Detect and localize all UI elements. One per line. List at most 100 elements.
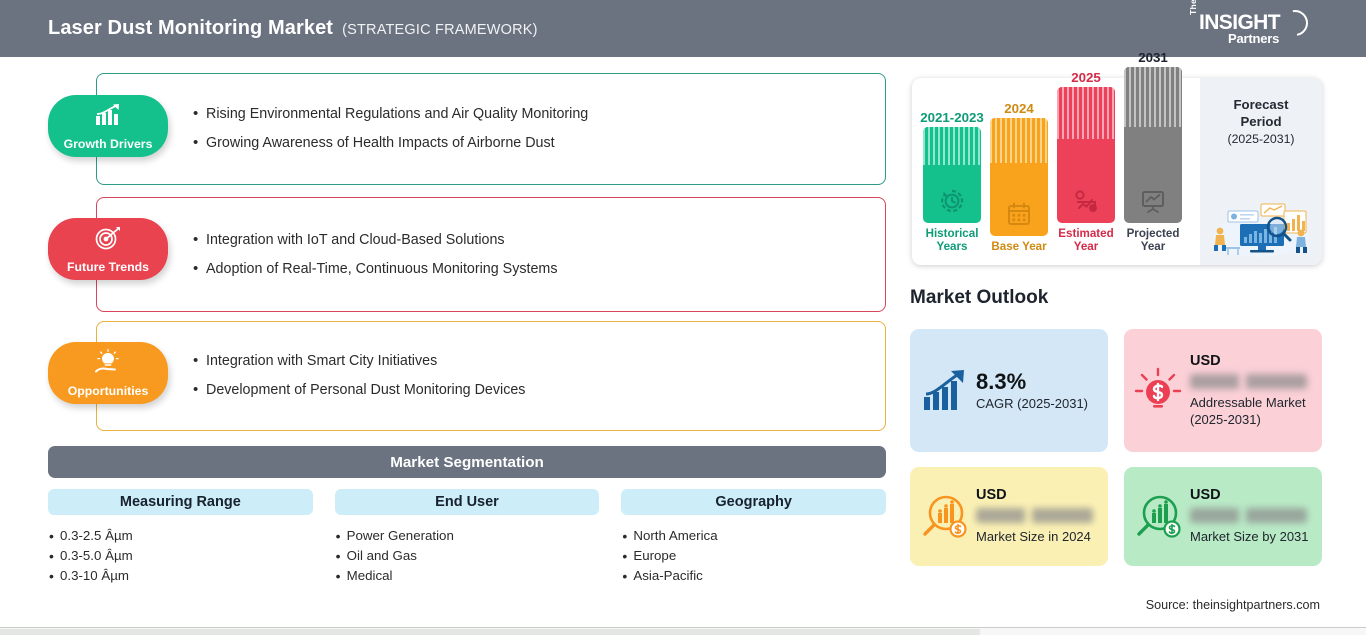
outlook-card-addressable-market[interactable]: USD Addressable Market (2025-2031) bbox=[1124, 329, 1322, 452]
bar-historical bbox=[923, 127, 981, 223]
outlook-card-market-size-2024[interactable]: USD Market Size in 2024 bbox=[910, 467, 1108, 566]
badge-label: Growth Drivers bbox=[63, 136, 153, 151]
segmentation-list: Power Generation Oil and Gas Medical bbox=[335, 526, 600, 586]
forecast-title-line2: Period bbox=[1240, 114, 1282, 129]
clock-history-icon bbox=[940, 189, 964, 213]
study-period-chart: 2021-2023 Historical Years 2024 bbox=[912, 50, 1322, 265]
horizontal-scrollbar[interactable] bbox=[0, 627, 1366, 635]
card-caption: Market Size in 2024 bbox=[976, 529, 1091, 545]
bar-group-estimated: 2025 Estimated Year bbox=[1056, 70, 1116, 253]
card-caption: Addressable Market (2025-2031) bbox=[1190, 395, 1306, 427]
chart-bars-area: 2021-2023 Historical Years 2024 bbox=[912, 50, 1200, 265]
badge-label: Opportunities bbox=[67, 383, 149, 398]
segmentation-columns: Measuring Range 0.3-2.5 Âµm 0.3-5.0 Âµm … bbox=[48, 489, 887, 586]
outlook-card-row: USD Market Size in 2024 bbox=[910, 467, 1322, 566]
blurred-value bbox=[1190, 508, 1308, 524]
future-trends-box: Integration with IoT and Cloud-Based Sol… bbox=[96, 197, 886, 312]
lightbulb-hand-icon bbox=[95, 349, 119, 373]
outlook-card-body: USD Addressable Market (2025-2031) bbox=[1190, 353, 1312, 428]
list-item: Medical bbox=[335, 566, 600, 586]
badge-future-trends[interactable]: Future Trends bbox=[48, 218, 168, 280]
blurred-value bbox=[1190, 374, 1308, 389]
outlook-cards: 8.3% CAGR (2025-2031) bbox=[910, 329, 1322, 581]
list-item: Asia-Pacific bbox=[621, 566, 886, 586]
forecast-period-panel: Forecast Period (2025-2031) bbox=[1200, 78, 1322, 265]
bar-stripe-overlay bbox=[923, 127, 981, 165]
market-outlook-title: Market Outlook bbox=[910, 287, 1049, 308]
target-dart-icon bbox=[95, 227, 120, 250]
bullet-item: Growing Awareness of Health Impacts of A… bbox=[193, 129, 885, 158]
source-attribution: Source: theinsightpartners.com bbox=[1145, 598, 1320, 612]
scrollbar-thumb[interactable] bbox=[0, 629, 980, 635]
magnifier-chart-orange-icon bbox=[923, 495, 967, 538]
bar-group-base: 2024 Base Year bbox=[989, 101, 1049, 253]
bullet-item: Adoption of Real-Time, Continuous Monito… bbox=[193, 255, 885, 284]
list-item: 0.3-5.0 Âµm bbox=[48, 546, 313, 566]
badge-growth-drivers[interactable]: Growth Drivers bbox=[48, 95, 168, 157]
magnifier-chart-green-icon bbox=[1137, 495, 1181, 538]
segmentation-column-title: Measuring Range bbox=[48, 489, 313, 515]
projection-screen-icon bbox=[1142, 191, 1164, 213]
segmentation-column-geography: Geography North America Europe Asia-Paci… bbox=[621, 489, 887, 586]
market-segmentation-title: Market Segmentation bbox=[390, 453, 544, 471]
cagr-caption: CAGR (2025-2031) bbox=[976, 396, 1088, 412]
insight-partners-logo: The INSIGHT Partners bbox=[1188, 0, 1314, 48]
segmentation-column-measuring-range: Measuring Range 0.3-2.5 Âµm 0.3-5.0 Âµm … bbox=[48, 489, 313, 586]
list-item: 0.3-10 Âµm bbox=[48, 566, 313, 586]
bar-category-label: Historical Years bbox=[925, 227, 979, 253]
logo-the-text: The bbox=[1188, 0, 1198, 15]
person-right bbox=[1296, 229, 1307, 253]
bar-stripe-overlay bbox=[990, 118, 1048, 163]
outlook-card-cagr[interactable]: 8.3% CAGR (2025-2031) bbox=[910, 329, 1108, 452]
logo-arc-icon bbox=[1276, 4, 1314, 42]
bullet-item: Development of Personal Dust Monitoring … bbox=[193, 376, 885, 405]
page-subtitle: (STRATEGIC FRAMEWORK) bbox=[342, 22, 538, 38]
outlook-card-body: USD Market Size in 2024 bbox=[976, 487, 1098, 546]
growth-drivers-box: Rising Environmental Regulations and Air… bbox=[96, 73, 886, 185]
logo-insight-text: INSIGHT bbox=[1199, 11, 1281, 34]
bar-chart-arrow-icon bbox=[96, 104, 119, 125]
bar-category-label: Estimated Year bbox=[1058, 227, 1114, 253]
list-item: North America bbox=[621, 526, 886, 546]
list-item: Oil and Gas bbox=[335, 546, 600, 566]
dollar-bulb-icon bbox=[1134, 367, 1182, 408]
bar-category-label: Base Year bbox=[991, 240, 1047, 253]
blurred-value bbox=[976, 508, 1094, 524]
analytics-people-illustration bbox=[1213, 203, 1309, 257]
forecast-years: (2025-2031) bbox=[1227, 132, 1295, 146]
page-header: Laser Dust Monitoring Market(STRATEGIC F… bbox=[0, 0, 1366, 57]
logo-partners-text: Partners bbox=[1228, 31, 1280, 46]
list-item: Europe bbox=[621, 546, 886, 566]
opportunities-box: Integration with Smart City Initiatives … bbox=[96, 321, 886, 431]
framework-column: Rising Environmental Regulations and Air… bbox=[0, 57, 900, 635]
outlook-card-market-size-2031[interactable]: USD Market Size by 2031 bbox=[1124, 467, 1322, 566]
bar-year-label: 2025 bbox=[1071, 70, 1101, 85]
calendar-icon bbox=[1008, 202, 1030, 225]
person-left bbox=[1214, 227, 1226, 251]
bullet-item: Integration with Smart City Initiatives bbox=[193, 347, 885, 376]
outlook-card-body: 8.3% CAGR (2025-2031) bbox=[976, 370, 1098, 411]
segmentation-column-title: Geography bbox=[621, 489, 887, 515]
segmentation-list: North America Europe Asia-Pacific bbox=[621, 526, 886, 586]
bar-group-historical: 2021-2023 Historical Years bbox=[920, 110, 984, 253]
bar-year-label: 2024 bbox=[1004, 101, 1034, 116]
badge-label: Future Trends bbox=[67, 259, 149, 274]
card-caption: Market Size by 2031 bbox=[1190, 529, 1309, 545]
bar-stripe-overlay bbox=[1124, 67, 1182, 127]
bar-year-label: 2021-2023 bbox=[920, 110, 984, 125]
badge-opportunities[interactable]: Opportunities bbox=[48, 342, 168, 404]
market-segmentation-header: Market Segmentation bbox=[48, 446, 886, 478]
currency-unit: USD bbox=[1190, 487, 1221, 504]
bar-base bbox=[990, 118, 1048, 236]
cagr-value: 8.3% bbox=[976, 368, 1027, 394]
segmentation-column-title: End User bbox=[334, 489, 600, 515]
segmentation-list: 0.3-2.5 Âµm 0.3-5.0 Âµm 0.3-10 Âµm bbox=[48, 526, 313, 586]
bar-category-label: Projected Year bbox=[1126, 227, 1180, 253]
outlook-card-row: 8.3% CAGR (2025-2031) bbox=[910, 329, 1322, 452]
bar-estimated bbox=[1057, 87, 1115, 223]
outlook-card-body: USD Market Size by 2031 bbox=[1190, 487, 1312, 546]
estimate-chart-icon bbox=[1075, 190, 1097, 212]
outlook-column: 2021-2023 Historical Years 2024 bbox=[900, 50, 1366, 635]
bar-year-label: 2031 bbox=[1138, 50, 1168, 65]
